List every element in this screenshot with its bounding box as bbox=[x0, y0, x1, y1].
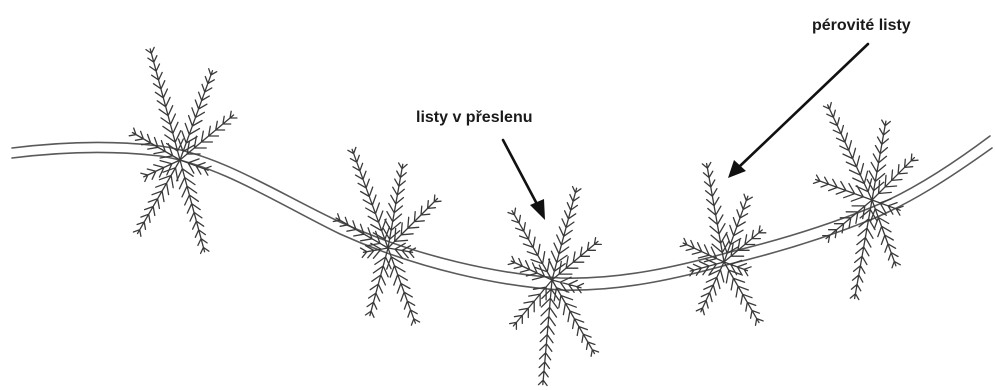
leaf-whorl bbox=[333, 147, 441, 325]
pinnate-leaf bbox=[552, 280, 599, 356]
pinnate-leaf bbox=[680, 238, 724, 262]
pinnate-leaf bbox=[387, 248, 420, 325]
pinnate-leaf bbox=[549, 187, 581, 280]
pinnate-leaf bbox=[180, 159, 211, 175]
leaf-whorl bbox=[680, 162, 766, 325]
stem bbox=[12, 136, 992, 290]
pinnate-leaf bbox=[366, 248, 392, 317]
pinnate-leaf bbox=[724, 262, 763, 325]
pinnate-leaf bbox=[179, 69, 217, 160]
pinnate-leaf bbox=[539, 280, 559, 386]
pinnate-leaf bbox=[388, 243, 416, 258]
arrow-pinnate bbox=[728, 44, 868, 178]
leaf-whorl bbox=[814, 103, 919, 300]
leaf-whorls bbox=[129, 47, 918, 385]
label-pinnate: pérovité listy bbox=[812, 17, 911, 34]
pinnate-leaf bbox=[814, 175, 873, 201]
label-whorl: listy v přeslenu bbox=[416, 109, 533, 126]
pinnate-leaf bbox=[723, 194, 753, 262]
leaf-whorl bbox=[129, 47, 237, 253]
pinnate-leaf bbox=[177, 160, 209, 253]
pinnate-leaf bbox=[348, 147, 390, 248]
pinnate-leaf bbox=[871, 200, 901, 268]
pinnate-leaf bbox=[552, 238, 601, 280]
pinnate-leaf bbox=[823, 200, 872, 242]
arrow-whorl bbox=[503, 140, 545, 220]
